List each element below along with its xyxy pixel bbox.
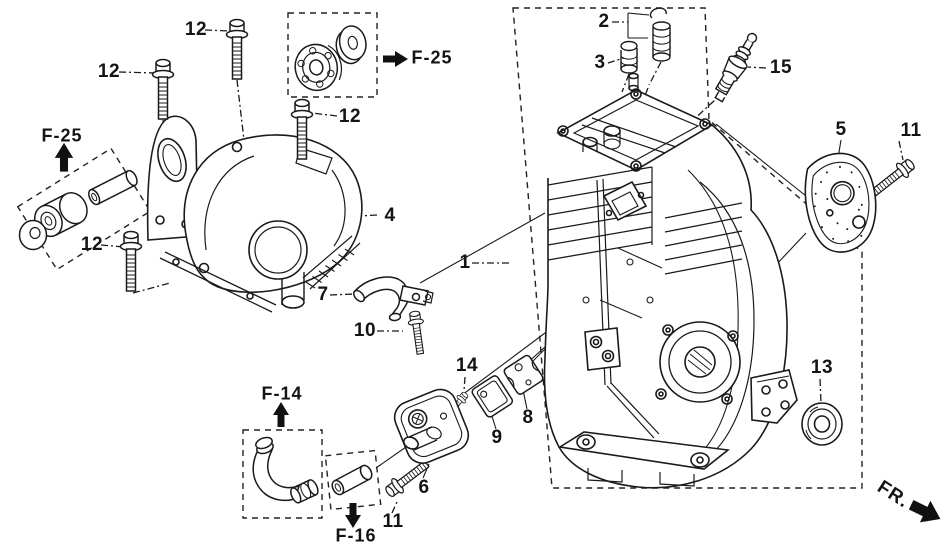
callout-5: 5 (835, 119, 847, 140)
ref-f14: F-14 (261, 383, 303, 404)
callout-8: 8 (522, 407, 534, 428)
breather-hose (252, 436, 319, 504)
callout-12-upper-left: 12 (97, 61, 121, 82)
flange-bolt-12c (119, 230, 143, 292)
oil-seal-part13 (801, 402, 843, 446)
callout-13: 13 (810, 357, 834, 378)
bolt-11-right (867, 155, 919, 201)
f14-boundary-box (242, 429, 323, 519)
f14-up-arrow-icon (273, 402, 289, 427)
callout-1: 1 (459, 252, 471, 273)
callout-14: 14 (455, 355, 479, 376)
plate-part9 (471, 375, 514, 418)
callout-15: 15 (769, 57, 793, 78)
head-cover-part4 (146, 115, 363, 313)
cylinder-barrel-assembly (543, 72, 798, 489)
callout-11-bottom: 11 (382, 511, 404, 532)
spark-plug-part15 (714, 32, 758, 103)
callout-9: 9 (491, 427, 503, 448)
callout-10: 10 (353, 320, 377, 341)
flange-bolt-12b (151, 58, 175, 120)
callout-7: 7 (317, 284, 329, 305)
washer-roller-pin (18, 169, 138, 251)
gasket-part5 (804, 152, 877, 253)
callout-12-lower-left: 12 (80, 234, 104, 255)
f16-boundary-box (324, 449, 382, 511)
part1-boundary-box (512, 7, 863, 489)
ref-f25-top: F-25 (411, 47, 453, 68)
callout-12-top: 12 (184, 19, 208, 40)
f25-left-up-arrow-icon (54, 142, 74, 172)
stud-parts-2-3 (620, 7, 671, 74)
plate-part8 (503, 354, 544, 395)
bearing-and-washer (294, 25, 367, 92)
pipe-part7 (352, 276, 434, 322)
callout-12-center: 12 (338, 106, 362, 127)
callout-6: 6 (418, 477, 430, 498)
ref-f25-left: F-25 (41, 125, 83, 146)
callout-4: 4 (384, 205, 396, 226)
ref-f16: F-16 (335, 525, 377, 546)
callout-11-right: 11 (900, 120, 922, 141)
flange-bolt-12a (225, 18, 249, 80)
fr-direction-arrow-icon (905, 493, 946, 530)
f25-top-right-arrow-icon (383, 51, 408, 67)
plate-part6 (393, 388, 470, 464)
f25-top-boundary-box (287, 12, 378, 98)
tube-piece (331, 464, 373, 496)
bolt-10 (406, 309, 429, 356)
callout-2: 2 (598, 11, 610, 32)
callout-3: 3 (594, 52, 606, 73)
